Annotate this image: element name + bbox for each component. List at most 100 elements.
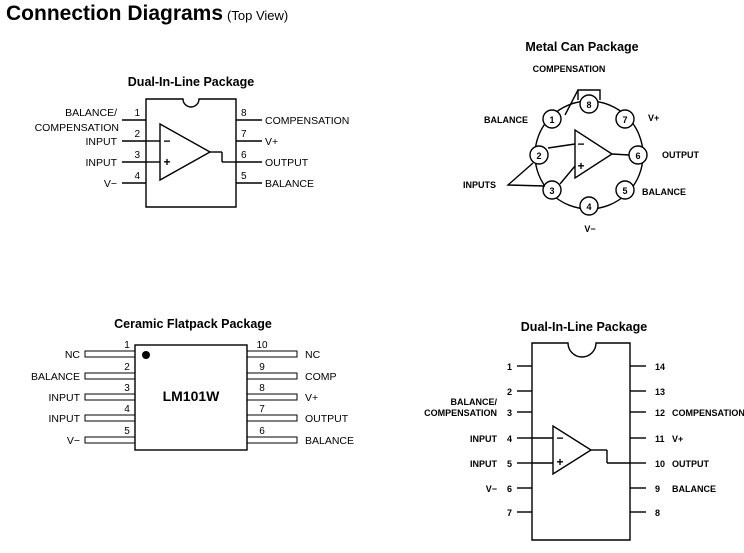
dip14-pin-number-2: 2 [507,387,512,397]
dip14-pin-number-3: 3 [507,408,512,418]
dip8-label-input-noninverting: INPUT [86,157,118,169]
flatpack-pin-number-2: 2 [124,362,130,373]
dip8-body [145,98,237,208]
metal-can-diagram: Metal Can Package COMPENSATION 8 1 2 3 4 [463,40,700,234]
svg-text:5: 5 [622,186,627,196]
dip8-pin-number-2: 2 [134,129,140,140]
dip14-pin-number-5: 5 [507,459,512,469]
dip8-label-balance: BALANCE/ [65,107,117,119]
dip14-body [531,342,631,541]
dip8-pin-number-6: 6 [241,150,247,161]
flatpack-label-balance-left: BALANCE [31,371,80,383]
dip8-title: Dual-In-Line Package [128,75,254,89]
flatpack-pin-number-6: 6 [259,426,265,437]
metal-can-opamp-minus: − [577,137,584,151]
flatpack-lead-2 [84,372,136,380]
metal-can-wire-output [611,153,630,156]
dip8-label-vminus: V− [104,178,117,190]
flatpack-label-nc-right: NC [305,349,321,361]
dip8-label-compensation-left: COMPENSATION [35,122,119,134]
svg-text:3: 3 [549,186,554,196]
svg-text:1: 1 [549,115,554,125]
flatpack-lead-7 [246,414,298,422]
flatpack-pin-number-10: 10 [256,340,268,351]
dip14-label-vminus: V− [486,484,497,494]
flatpack-pin1-dot [142,351,150,359]
svg-text:6: 6 [635,151,640,161]
flatpack-pin-number-4: 4 [124,404,130,415]
metal-can-pin-3: 3 [542,180,562,200]
dip14-pin-number-7: 7 [507,508,512,518]
metal-can-label-vplus: V+ [648,113,659,123]
dip14-pin-number-11: 11 [655,434,665,444]
dip14-opamp-minus: − [556,431,563,445]
dip8-pin-number-8: 8 [241,108,247,119]
flatpack-lead-9 [246,372,298,380]
dip8-pin-number-5: 5 [241,171,247,182]
flatpack-label-nc-left: NC [65,349,81,361]
flatpack-pin-number-7: 7 [259,404,265,415]
flatpack-lead-10 [246,350,298,358]
metal-can-pin-8: 8 [579,94,599,114]
metal-can-pin-1: 1 [542,109,562,129]
metal-can-wire-inverting [547,143,576,149]
metal-can-compensation-lead [564,89,579,116]
dip14-pin-number-4: 4 [507,434,512,444]
dip8-pin-number-1: 1 [134,108,140,119]
page-header: Connection Diagrams(Top View) [6,2,288,26]
metal-can-label-balance-right: BALANCE [642,187,686,197]
metal-can-label-output: OUTPUT [662,150,700,160]
dip8-pin-number-4: 4 [134,171,140,182]
dip14-label-balance: BALANCE/ [451,397,498,407]
dip14-pin-number-8: 8 [655,508,660,518]
dip8-label-vplus: V+ [265,136,278,148]
dip8-label-balance-right: BALANCE [265,178,314,190]
flatpack-part-number: LM101W [163,388,221,404]
dip8-opamp-plus: + [163,155,170,169]
dip14-label-balance-right: BALANCE [672,484,716,494]
dip14-pin-number-13: 13 [655,387,665,397]
metal-can-pin-2: 2 [529,145,549,165]
dip14-pin-number-6: 6 [507,484,512,494]
flatpack-label-comp: COMP [305,371,337,383]
flatpack-title: Ceramic Flatpack Package [114,317,272,331]
dip14-label-output: OUTPUT [672,459,710,469]
metal-can-pin-6: 6 [628,145,648,165]
dip14-label-compensation: COMPENSATION [672,408,744,418]
metal-can-pin-5: 5 [615,180,635,200]
dip14-pin-number-14: 14 [655,362,665,372]
metal-can-wire-noninverting [559,165,576,185]
dip14-pin-number-10: 10 [655,459,665,469]
dip14-opamp-plus: + [556,455,563,469]
dip8-pin-number-3: 3 [134,150,140,161]
flatpack-pin-number-1: 1 [124,340,130,351]
page-title: Connection Diagrams [6,2,224,25]
svg-text:7: 7 [622,115,627,125]
flatpack-diagram: Ceramic Flatpack Package LM101W 1 2 3 4 … [31,317,354,451]
svg-text:8: 8 [586,100,591,110]
flatpack-label-vminus: V− [67,435,80,447]
dip8-opamp-symbol [159,122,212,182]
dip8-label-output: OUTPUT [265,157,309,169]
dip14-label-compensation-left: COMPENSATION [424,408,497,418]
dip14-label-vplus: V+ [672,434,683,444]
metal-can-inputs-bracket [506,162,546,187]
dip14-label-input-inverting: INPUT [470,434,498,444]
dip8-label-compensation: COMPENSATION [265,115,349,127]
metal-can-tab [577,89,601,100]
metal-can-label-balance-left: BALANCE [484,115,528,125]
metal-can-label-vminus: V− [584,224,595,234]
dip14-label-input-noninverting: INPUT [470,459,498,469]
flatpack-label-balance-right: BALANCE [305,435,354,447]
flatpack-pin-number-9: 9 [259,362,265,373]
dip14-pin-number-1: 1 [507,362,512,372]
metal-can-pin-4: 4 [579,196,599,216]
metal-can-label-compensation: COMPENSATION [533,64,606,74]
flatpack-label-input-1: INPUT [49,392,81,404]
dip8-diagram: Dual-In-Line Package 1 2 3 4 5 6 7 8 BAL… [35,75,349,208]
flatpack-lead-1 [84,350,136,358]
flatpack-pin-number-5: 5 [124,426,130,437]
svg-text:2: 2 [536,151,541,161]
metal-can-title: Metal Can Package [525,40,638,54]
